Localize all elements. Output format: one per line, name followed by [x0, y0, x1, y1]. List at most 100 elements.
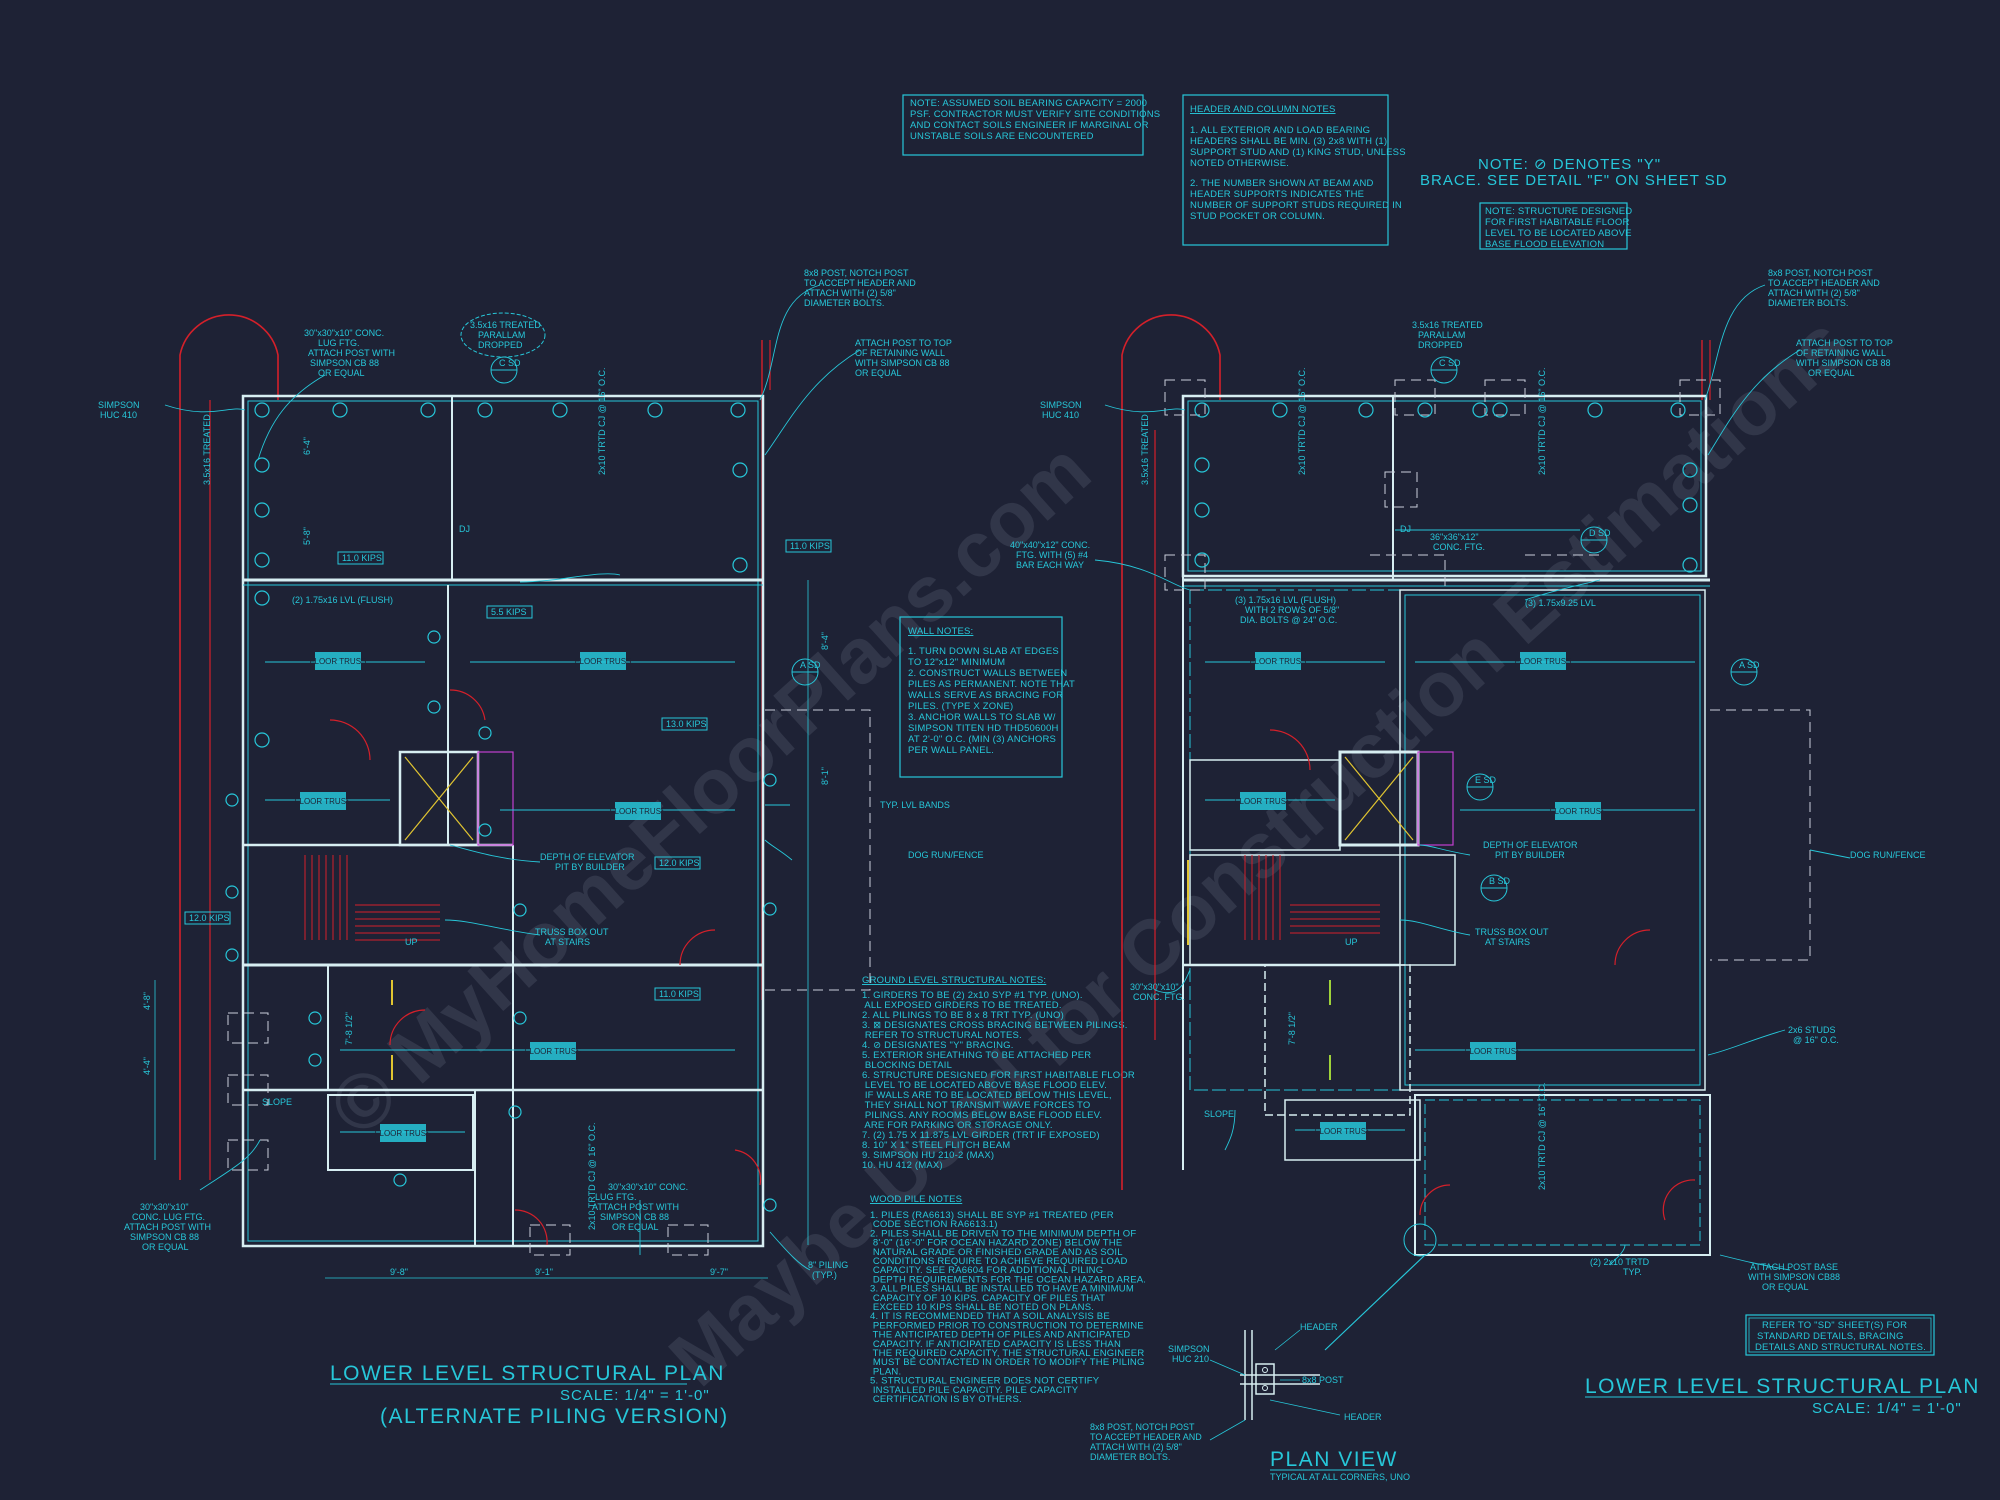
svg-text:2x10 TRTD CJ @ 16" O.C.: 2x10 TRTD CJ @ 16" O.C. [1537, 367, 1547, 475]
detail-subtitle: TYPICAL AT ALL CORNERS, UNO [1270, 1472, 1410, 1482]
svg-text:FLOOR TRUSS: FLOOR TRUSS [1465, 1047, 1522, 1056]
svg-text:11.0 KIPS: 11.0 KIPS [342, 553, 382, 563]
piles-right [1194, 402, 1698, 573]
svg-text:(2) 1.75x16 LVL (FLUSH): (2) 1.75x16 LVL (FLUSH) [292, 595, 393, 605]
section-tags-left: C SD A SD [490, 356, 821, 686]
svg-text:NOTE: ⊘ DENOTES "Y": NOTE: ⊘ DENOTES "Y" [1478, 156, 1661, 173]
svg-text:FLOOR TRUSS: FLOOR TRUSS [1235, 797, 1292, 806]
stairs-left: UP [304, 855, 440, 947]
pile-notes-title: WOOD PILE NOTES [870, 1194, 962, 1205]
svg-text:30"x30"x10"CONC. FTG.: 30"x30"x10"CONC. FTG. [1130, 982, 1185, 1002]
svg-text:3.5x16 TREATED: 3.5x16 TREATED [202, 414, 212, 485]
svg-text:30"x30"x10"CONC. LUG FTG.ATTAC: 30"x30"x10"CONC. LUG FTG.ATTACH POST WIT… [124, 1202, 211, 1252]
svg-text:2x10 TRTD CJ @ 16" O.C.: 2x10 TRTD CJ @ 16" O.C. [597, 367, 607, 475]
wall-notes-title: WALL NOTES: [908, 626, 973, 637]
svg-text:9'-8": 9'-8" [390, 1267, 408, 1277]
stairs-up-label: UP [405, 937, 418, 947]
svg-text:12.0 KIPS: 12.0 KIPS [659, 858, 700, 868]
doors-right [1187, 729, 1696, 1221]
svg-text:B SD: B SD [1489, 876, 1511, 886]
svg-text:5.5 KIPS: 5.5 KIPS [491, 607, 527, 617]
floor-truss-tags-left: FLOOR TRUSS FLOOR TRUSS FLOOR TRUSS FLOO… [295, 652, 667, 1142]
svg-text:FLOOR TRUSS: FLOOR TRUSS [1250, 657, 1307, 666]
dimensions-left: 9'-8" 9'-1" 9'-7" 8'-4" 8'-1" 4'-8" 4'-4… [142, 437, 830, 1279]
truss-span-arrows-left [265, 661, 735, 1133]
wood-pile-notes: WOOD PILE NOTES 1. PILES (RA6613) SHALL … [870, 1194, 1146, 1405]
svg-text:36"x36"x12"CONC. FTG.: 36"x36"x12"CONC. FTG. [1430, 532, 1485, 552]
soil-note-box: NOTE: ASSUMED SOIL BEARING CAPACITY = 20… [902, 94, 1160, 156]
footings-right [1164, 379, 1811, 961]
svg-text:FLOOR TRUSS: FLOOR TRUSS [310, 657, 367, 666]
right-plan-title: LOWER LEVEL STRUCTURAL PLAN [1585, 1375, 1980, 1398]
svg-text:11.0 KIPS: 11.0 KIPS [790, 541, 830, 551]
svg-text:DJ: DJ [1400, 524, 1411, 534]
left-plan-title: LOWER LEVEL STRUCTURAL PLAN [330, 1362, 725, 1385]
right-plan-scale: SCALE: 1/4" = 1'-0" [1812, 1400, 1962, 1417]
svg-text:9'-7": 9'-7" [710, 1267, 728, 1277]
header-column-notes-box: HEADER AND COLUMN NOTES 1. ALL EXTERIOR … [1182, 94, 1406, 246]
svg-text:FLOOR TRUSS: FLOOR TRUSS [575, 657, 632, 666]
detail-post-label: 8x8 POST [1302, 1375, 1344, 1385]
floor-truss-tags-right: FLOOR TRUSS FLOOR TRUSS FLOOR TRUSS FLOO… [1235, 652, 1607, 1140]
svg-text:6'-4": 6'-4" [302, 437, 312, 455]
svg-text:2x6 STUDS@ 16" O.C.: 2x6 STUDS@ 16" O.C. [1788, 1025, 1839, 1045]
svg-text:A SD: A SD [800, 660, 821, 670]
svg-text:8'-1": 8'-1" [820, 767, 830, 785]
svg-text:C SD: C SD [499, 358, 521, 368]
svg-text:NOTE: ASSUMED SOIL BEARING CAP: NOTE: ASSUMED SOIL BEARING CAPACITY = 20… [910, 98, 1160, 142]
svg-text:FLOOR TRUSS: FLOOR TRUSS [525, 1047, 582, 1056]
svg-text:FLOOR TRUSS: FLOOR TRUSS [1550, 807, 1607, 816]
svg-text:FLOOR TRUSS: FLOOR TRUSS [1515, 657, 1572, 666]
kip-labels-left: 11.0 KIPS 11.0 KIPS 5.5 KIPS 13.0 KIPS 1… [184, 539, 832, 1001]
svg-text:1. PILES (RA6613) SHALL BE SYP: 1. PILES (RA6613) SHALL BE SYP #1 TREATE… [870, 1210, 1146, 1405]
svg-text:TYP. LVL BANDS: TYP. LVL BANDS [880, 800, 950, 810]
detail-header-label: HEADER [1300, 1322, 1338, 1332]
svg-text:FLOOR TRUSS: FLOOR TRUSS [295, 797, 352, 806]
section-tags-right: C SD A SD B SD D SD E SD [1430, 356, 1760, 902]
ground-level-structural-notes: GROUND LEVEL STRUCTURAL NOTES: 1. GIRDER… [862, 975, 1135, 1171]
svg-text:FLOOR TRUSS: FLOOR TRUSS [610, 807, 667, 816]
svg-text:DJ: DJ [459, 524, 470, 534]
svg-text:SLOPE: SLOPE [262, 1097, 292, 1107]
brace-note: NOTE: ⊘ DENOTES "Y" BRACE. SEE DETAIL "F… [1420, 156, 1728, 189]
svg-text:1. ALL EXTERIOR AND LOAD BEARI: 1. ALL EXTERIOR AND LOAD BEARINGHEADERS … [1190, 125, 1406, 169]
svg-text:D SD: D SD [1589, 528, 1611, 538]
svg-text:BRACE. SEE DETAIL "F" ON SHEET: BRACE. SEE DETAIL "F" ON SHEET SD [1420, 172, 1728, 189]
svg-text:(3) 1.75x16 LVL (FLUSH)WITH 2: (3) 1.75x16 LVL (FLUSH)WITH 2 ROWS OF 5/… [1235, 595, 1339, 625]
pile-footings-left [227, 709, 871, 1256]
retaining-wall-left [179, 314, 279, 1180]
svg-text:4'-8": 4'-8" [142, 992, 152, 1010]
right-plan: UP [1010, 268, 1980, 1417]
svg-text:2x10 TRTD CJ @ 16" O.C.: 2x10 TRTD CJ @ 16" O.C. [1297, 367, 1307, 475]
svg-text:3.5x16 TREATED: 3.5x16 TREATED [1140, 414, 1150, 485]
svg-text:DOG RUN/FENCE: DOG RUN/FENCE [908, 850, 984, 860]
watermark-line-2: Maybe Used for Construction Estimations [652, 299, 1864, 1403]
ground-notes-title: GROUND LEVEL STRUCTURAL NOTES: [862, 975, 1046, 986]
svg-text:1. GIRDERS TO BE (2) 2x10 SYP: 1. GIRDERS TO BE (2) 2x10 SYP #1 TYP. (U… [862, 990, 1135, 1171]
svg-text:9'-1": 9'-1" [535, 1267, 553, 1277]
svg-text:C SD: C SD [1439, 358, 1461, 368]
svg-text:7'-8 1/2": 7'-8 1/2" [1287, 1012, 1297, 1045]
svg-text:FLOOR TRUSS: FLOOR TRUSS [1315, 1127, 1372, 1136]
svg-text:4'-4": 4'-4" [142, 1057, 152, 1075]
